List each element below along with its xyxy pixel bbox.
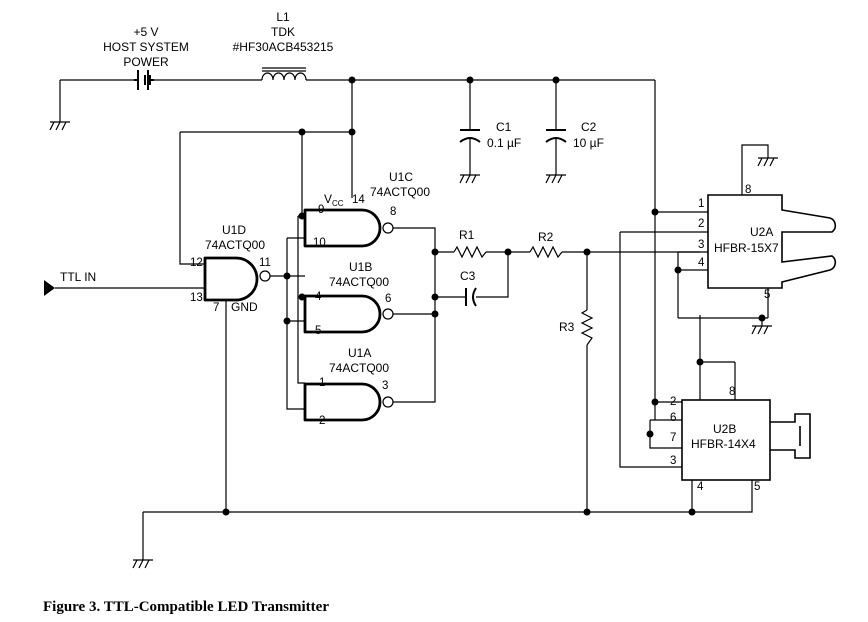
u2a-pin-4: 4 — [698, 257, 705, 269]
u2a-pin-1: 1 — [698, 198, 704, 210]
battery-symbol — [134, 70, 154, 90]
u2b-pin-2: 2 — [670, 396, 676, 408]
ttl-in-label: TTL IN — [60, 270, 96, 284]
u1b-ref: U1B — [349, 260, 372, 274]
gate-u1b — [303, 294, 396, 334]
r1-ref: R1 — [459, 228, 475, 242]
gate-u1c — [303, 208, 396, 248]
r2-ref: R2 — [538, 230, 554, 244]
module-u2a — [707, 194, 837, 289]
u1c-pin-14: 14 — [352, 194, 365, 206]
c2-ref: C2 — [581, 120, 597, 134]
c1-value: 0.1 µF — [487, 136, 521, 150]
u1d-pin-13: 13 — [190, 292, 203, 304]
u2b-pin-7: 7 — [670, 432, 676, 444]
ground-symbols — [49, 121, 778, 569]
u2b-pin-6: 6 — [670, 412, 676, 424]
junction-dots — [222, 76, 766, 516]
u2b-pin-8: 8 — [729, 386, 735, 398]
u1c-vcc-sub: CC — [332, 199, 344, 208]
u1d-ref: U1D — [222, 223, 246, 237]
power-label: +5 V HOST SYSTEM POWER — [103, 25, 189, 69]
u2b-pin-4: 4 — [697, 481, 704, 493]
power-label-line3: POWER — [123, 55, 169, 69]
inductor-l1 — [261, 67, 307, 81]
u1d-part: 74ACTQ00 — [205, 238, 265, 252]
capacitor-c2 — [545, 129, 567, 143]
capacitor-c1 — [459, 129, 481, 143]
u1c-vcc-main: V — [324, 192, 332, 206]
u1a-part: 74ACTQ00 — [329, 361, 389, 375]
u2a-pin-8: 8 — [745, 184, 751, 196]
module-u2b — [681, 399, 811, 481]
c1-ref: C1 — [496, 120, 512, 134]
u1c-pin-10: 10 — [313, 237, 326, 249]
u1c-pin-8: 8 — [390, 206, 396, 218]
l1-label: L1 TDK #HF30ACB453215 — [233, 10, 334, 54]
u2b-ref: U2B — [713, 422, 736, 436]
figure-caption: Figure 3. TTL-Compatible LED Transmitter — [43, 599, 329, 615]
power-label-line2: HOST SYSTEM — [103, 40, 189, 54]
resistor-r1 — [453, 245, 487, 259]
u1d-pin-11: 11 — [259, 257, 271, 269]
gate-u1a — [303, 382, 396, 422]
u2b-pin-3: 3 — [670, 455, 676, 467]
u1a-pin-1: 1 — [319, 377, 325, 389]
u2b-part: HFBR-14X4 — [691, 437, 756, 451]
c2-value: 10 µF — [573, 136, 604, 150]
u1c-pin-9: 9 — [318, 204, 324, 216]
power-label-line1: +5 V — [133, 25, 158, 39]
c3-ref: C3 — [460, 269, 476, 283]
u1a-pin-3: 3 — [382, 380, 388, 392]
wires — [55, 79, 769, 560]
u1b-pin-5: 5 — [315, 325, 321, 337]
l1-ref: L1 — [276, 10, 290, 24]
u1d-pin-7: 7 — [213, 302, 219, 314]
u2b-pin-5: 5 — [754, 481, 760, 493]
u2a-pin-5: 5 — [764, 289, 770, 301]
u1a-ref: U1A — [348, 346, 371, 360]
r3-ref: R3 — [559, 320, 575, 334]
u2a-pin-3: 3 — [698, 239, 704, 251]
u1c-vcc-label: VCC — [324, 192, 344, 208]
u1b-part: 74ACTQ00 — [329, 275, 389, 289]
gate-u1d — [203, 256, 287, 302]
u2a-ref: U2A — [750, 225, 773, 239]
u2a-pin-2: 2 — [698, 218, 704, 230]
l1-maker: TDK — [271, 25, 295, 39]
u1d-pin-12: 12 — [190, 257, 203, 269]
ttl-input-arrow — [44, 280, 55, 296]
u1b-pin-4: 4 — [315, 291, 322, 303]
u1c-ref: U1C — [389, 170, 413, 184]
u1b-pin-6: 6 — [385, 293, 391, 305]
resistor-r2 — [529, 245, 563, 259]
resistor-r3 — [580, 309, 594, 346]
u1c-part: 74ACTQ00 — [370, 185, 430, 199]
l1-part: #HF30ACB453215 — [233, 40, 334, 54]
u1d-gnd-label: GND — [231, 300, 258, 314]
u2a-part: HFBR-15X7 — [714, 241, 779, 255]
u1a-pin-2: 2 — [319, 415, 325, 427]
capacitor-c3 — [465, 287, 477, 307]
